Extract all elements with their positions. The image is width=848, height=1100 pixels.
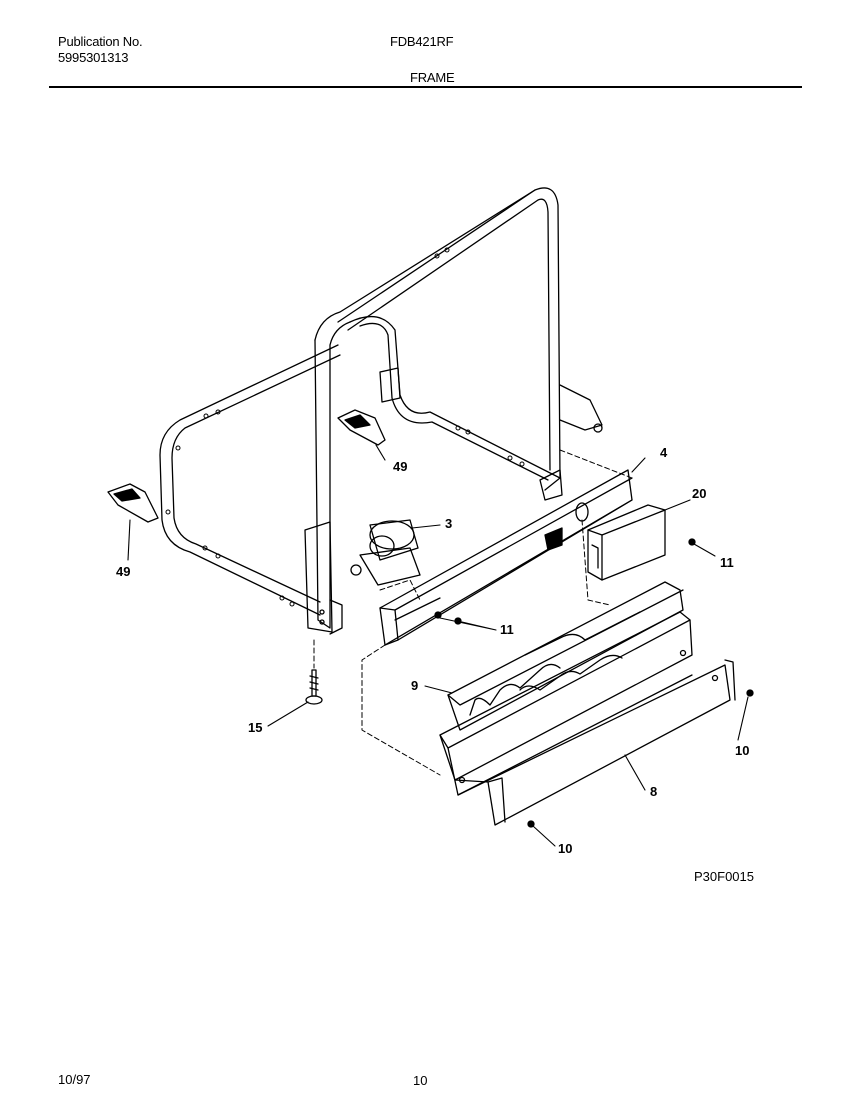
publication-label: Publication No. [58, 34, 143, 49]
page-number: 10 [413, 1073, 428, 1088]
front-rail-4 [379, 469, 633, 646]
callout-49-lower: 49 [116, 564, 130, 579]
callout-3: 3 [445, 516, 452, 531]
footer-date: 10/97 [58, 1072, 91, 1087]
callout-20: 20 [692, 486, 706, 501]
junction-box-20 [587, 504, 666, 581]
figure-code: P30F0015 [694, 869, 754, 884]
publication-number: 5995301313 [58, 50, 129, 65]
screw-15 [305, 669, 323, 705]
callout-10-right: 10 [735, 743, 749, 758]
callout-15: 15 [248, 720, 262, 735]
header-rule [49, 86, 802, 88]
callout-8: 8 [650, 784, 657, 799]
screw-10-a [746, 689, 754, 697]
callout-9: 9 [411, 678, 418, 693]
callout-49-upper: 49 [393, 459, 407, 474]
screw-11-a [688, 538, 696, 546]
callout-10-bottom: 10 [558, 841, 572, 856]
shield-9 [447, 581, 684, 731]
assembly-lines [313, 449, 633, 776]
model-number: FDB421RF [390, 34, 454, 49]
callout-11-rail: 11 [500, 622, 514, 637]
screw-10-b [527, 820, 535, 828]
section-title: FRAME [410, 70, 455, 85]
kick-plate-8 [439, 611, 736, 826]
callout-11-right: 11 [720, 555, 734, 570]
leader-lines [127, 444, 749, 847]
callout-4: 4 [660, 445, 668, 460]
screw-11-b [434, 611, 442, 619]
bracket-49-upper [337, 409, 386, 446]
tub-frame [159, 187, 603, 635]
bracket-49-lower [107, 483, 159, 523]
inlet-valve-3 [350, 519, 421, 586]
